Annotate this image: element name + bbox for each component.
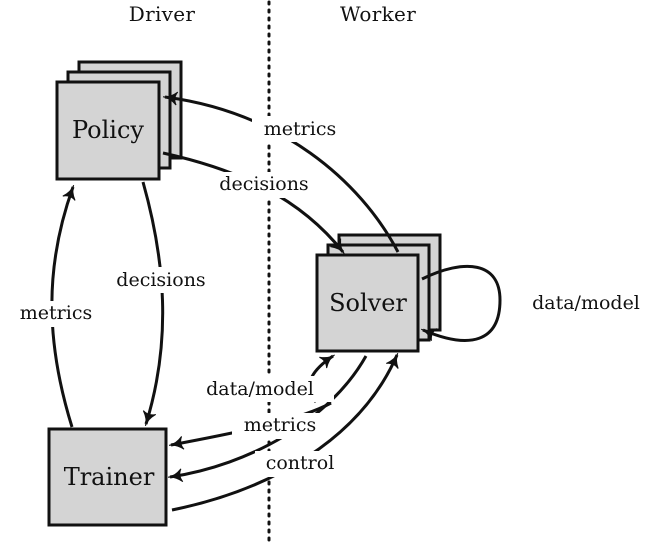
label-solver-policy-metrics: metrics [264, 118, 336, 140]
edge-solver-self-data-model [420, 264, 502, 342]
edge-solver-to-policy-metrics [162, 91, 400, 253]
policy-node: Policy [55, 60, 183, 181]
label-trainer-solver-data-model: data/model [206, 378, 314, 400]
edge-policy-to-solver-decisions [162, 151, 345, 254]
trainer-node: Trainer [47, 427, 168, 527]
label-solver-trainer-metrics: metrics [244, 414, 316, 436]
policy-label: Policy [72, 116, 144, 144]
driver-column-label: Driver [129, 2, 196, 26]
trainer-label: Trainer [64, 463, 155, 491]
trainer-box [47, 427, 168, 527]
label-solver-self-data-model: data/model [532, 292, 640, 314]
label-policy-solver-decisions: decisions [219, 173, 308, 195]
worker-column-label: Worker [340, 2, 416, 26]
solver-label: Solver [329, 289, 407, 317]
edge-policy-to-trainer-decisions [141, 181, 165, 427]
solver-box-front [315, 253, 420, 353]
solver-node: Solver [315, 233, 442, 353]
label-trainer-policy-metrics: metrics [20, 302, 92, 324]
label-policy-trainer-decisions: decisions [116, 269, 205, 291]
policy-box-front [55, 80, 161, 181]
label-trainer-solver-control: control [266, 452, 335, 474]
